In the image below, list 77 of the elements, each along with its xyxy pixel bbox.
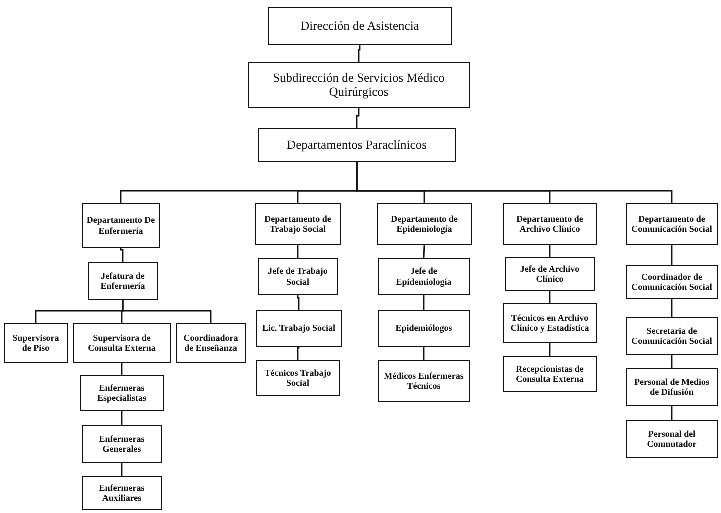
box-label: Departamento de Archivo Clínico bbox=[516, 214, 584, 234]
connector-line bbox=[549, 245, 551, 257]
org-box bbox=[258, 258, 338, 295]
connector-line bbox=[671, 299, 673, 317]
org-box bbox=[503, 356, 597, 392]
org-box bbox=[256, 310, 342, 347]
box-label: Enfermeras Especialistas bbox=[96, 382, 148, 404]
connector-line bbox=[121, 363, 123, 375]
box-label: Supervisora de Consulta Externa bbox=[87, 332, 157, 354]
org-box bbox=[626, 368, 718, 406]
box-label: Coordinadora de Enseñanza bbox=[182, 332, 240, 354]
box-label: Jefatura de Enfermería bbox=[100, 270, 146, 292]
box-label: Departamento de Comunicación Social bbox=[630, 214, 714, 234]
org-box bbox=[626, 420, 718, 458]
connector-line bbox=[356, 162, 673, 203]
org-box bbox=[626, 203, 718, 245]
org-box bbox=[268, 7, 452, 45]
box-label: Jefe de Archivo Clínico bbox=[519, 264, 581, 284]
box-label: Técnicos Trabajo Social bbox=[264, 368, 332, 388]
box-label: Departamento de Epidemiología bbox=[390, 214, 459, 234]
box-label: Dirección de Asistencia bbox=[300, 18, 420, 34]
connector-line bbox=[122, 300, 212, 323]
connector-line bbox=[423, 347, 425, 360]
connector-line bbox=[423, 295, 425, 310]
org-box bbox=[88, 262, 158, 300]
connector-line bbox=[297, 295, 300, 310]
connector-line bbox=[356, 108, 360, 128]
connector-line bbox=[120, 248, 124, 262]
connector-line bbox=[121, 463, 123, 476]
connector-line bbox=[358, 45, 361, 62]
org-box bbox=[505, 257, 595, 291]
org-box bbox=[73, 323, 171, 363]
connector-line bbox=[121, 411, 123, 425]
box-label: Jefe de Trabajo Social bbox=[267, 266, 329, 287]
box-label: Personal del Conmutador bbox=[646, 428, 698, 450]
connector-line bbox=[671, 355, 673, 368]
box-label: Enfermeras Auxiliares bbox=[98, 482, 146, 504]
org-box bbox=[80, 375, 164, 411]
connector-line bbox=[549, 343, 551, 356]
org-box bbox=[258, 128, 456, 162]
box-label: Coordinador de Comunicación Social bbox=[630, 272, 714, 292]
org-box bbox=[255, 203, 341, 245]
box-label: Epidemiólogos bbox=[396, 323, 452, 334]
org-box bbox=[4, 323, 68, 363]
org-box bbox=[626, 317, 718, 355]
org-box bbox=[256, 360, 340, 396]
connector-line bbox=[671, 406, 673, 420]
org-box bbox=[378, 310, 470, 347]
box-label: Enfermeras Generales bbox=[98, 434, 146, 454]
connector-line bbox=[423, 244, 426, 258]
org-box bbox=[248, 62, 470, 108]
org-box bbox=[82, 203, 160, 248]
box-label: Departamento De Enfermería bbox=[86, 215, 156, 236]
org-box bbox=[176, 323, 246, 363]
org-box bbox=[377, 203, 472, 245]
box-label: Técnicos en Archivo Clínico y Estadística bbox=[510, 312, 590, 334]
connector-line bbox=[297, 245, 299, 258]
connector-line bbox=[297, 346, 300, 360]
org-box bbox=[503, 203, 597, 245]
box-label: Departamento de Trabajo Social bbox=[264, 214, 332, 234]
org-box bbox=[503, 303, 597, 343]
box-label: Departamentos Paraclínicos bbox=[287, 138, 427, 152]
org-box bbox=[626, 265, 718, 299]
connector-line bbox=[671, 245, 673, 265]
box-label: Jefe de Epidemiología bbox=[395, 266, 453, 287]
box-label: Lic. Trabajo Social bbox=[262, 323, 336, 334]
box-label: Médicos Enfermeras Técnicos bbox=[383, 370, 465, 392]
box-label: Supervisora de Piso bbox=[12, 332, 60, 354]
org-box bbox=[82, 476, 162, 510]
box-label: Subdirección de Servicios Médico Quirúrgicos bbox=[272, 70, 446, 100]
box-label: Secretaria de Comunicación Social bbox=[630, 326, 714, 346]
org-box bbox=[378, 360, 470, 402]
org-box bbox=[378, 258, 470, 295]
connector-line bbox=[549, 291, 551, 303]
box-label: Personal de Medios de Difusión bbox=[634, 376, 710, 398]
box-label: Recepcionistas de Consulta Externa bbox=[515, 364, 585, 384]
org-box bbox=[82, 425, 162, 463]
